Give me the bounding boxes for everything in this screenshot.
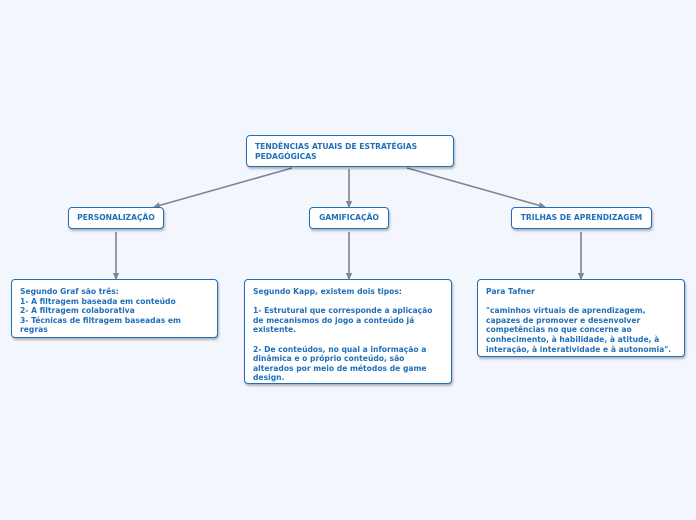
branch-node-personalizacao[interactable]: PERSONALIZAÇÃO [68,207,164,229]
branch-node-trilhas-de-aprendizagem[interactable]: TRILHAS DE APRENDIZAGEM [511,207,652,229]
connector-root-to-personalizacao [153,167,293,209]
root-topic-node[interactable]: TENDÊNCIAS ATUAIS DE ESTRATÉGIAS PEDAGÓG… [246,135,454,167]
leaf-node-tafner-definicao[interactable]: Para Tafner "caminhos virtuais de aprend… [477,279,685,357]
leaf-node-graf-filtragem[interactable]: Segundo Graf são três: 1- A filtragem ba… [11,279,218,338]
branch-node-gamificacao[interactable]: GAMIFICAÇÃO [309,207,389,229]
connector-root-to-trilhas [406,167,546,209]
leaf-node-kapp-tipos[interactable]: Segundo Kapp, existem dois tipos: 1- Est… [244,279,452,384]
